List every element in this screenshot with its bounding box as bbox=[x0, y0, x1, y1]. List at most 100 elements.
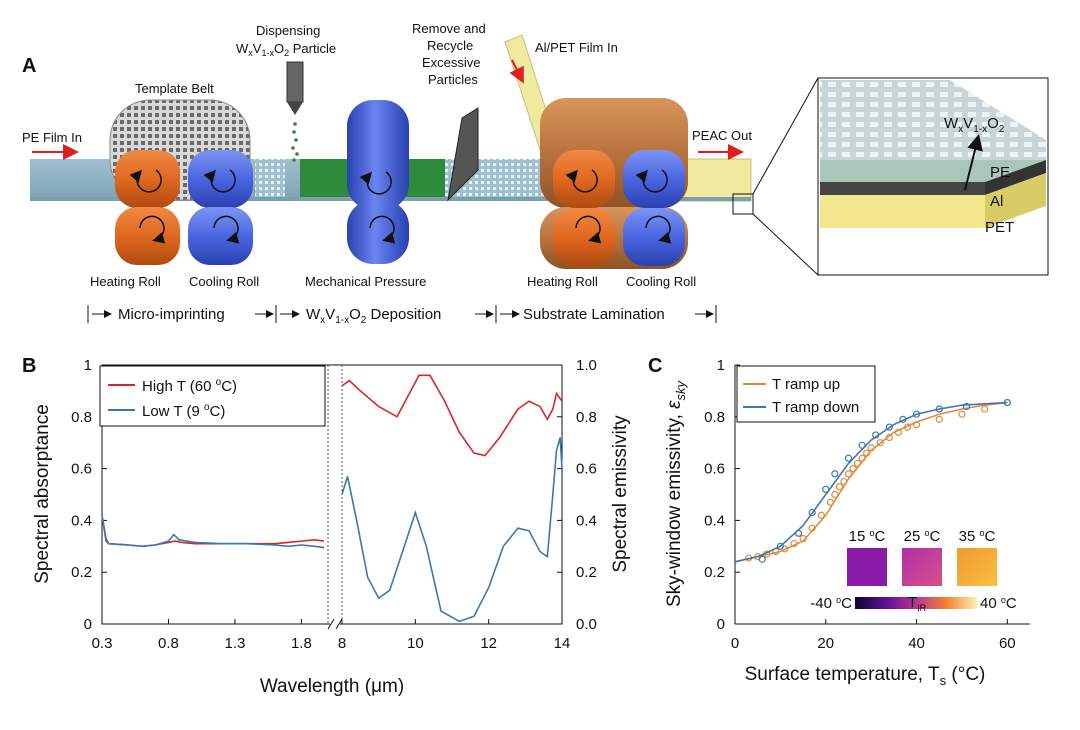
al-pet-in-arrow-icon bbox=[509, 59, 524, 84]
x-tick-label: 8 bbox=[338, 635, 346, 652]
label-heating-roll-1: Heating Roll bbox=[90, 274, 161, 289]
data-point bbox=[958, 410, 966, 418]
inset-swatch bbox=[847, 548, 887, 586]
inset-swatch bbox=[957, 548, 997, 586]
label-al-pet-in: Al/PET Film In bbox=[535, 40, 618, 55]
data-point bbox=[912, 420, 921, 429]
y-axis-label-left: Spectral absorptance bbox=[32, 404, 53, 584]
y-tick-label: 0.6 bbox=[71, 461, 92, 478]
label-remove-2: Recycle bbox=[427, 38, 473, 53]
heating-roll-top-1 bbox=[115, 150, 180, 208]
rotation-arrow-icon bbox=[213, 215, 240, 244]
series-line-left-0 bbox=[101, 515, 325, 548]
label-pe-film-in: PE Film In bbox=[22, 130, 82, 145]
legend-label: T ramp up bbox=[772, 376, 840, 393]
heating-roll-bottom-1 bbox=[115, 207, 180, 265]
data-point bbox=[867, 444, 875, 452]
y-tick-label: 0.4 bbox=[71, 512, 92, 529]
rotation-arrow-icon bbox=[359, 171, 392, 195]
y-tick-label: 0.8 bbox=[704, 409, 725, 426]
rotation-arrow-icon bbox=[139, 215, 166, 244]
data-point bbox=[831, 470, 839, 478]
data-point bbox=[876, 439, 884, 447]
y-tick-label: 1 bbox=[84, 357, 92, 374]
data-point bbox=[849, 465, 857, 473]
data-point bbox=[885, 433, 893, 442]
x-axis-label: Wavelength (μm) bbox=[260, 676, 404, 697]
data-point bbox=[962, 402, 971, 411]
data-point bbox=[835, 483, 843, 491]
label-cooling-roll-1: Cooling Roll bbox=[189, 274, 259, 289]
label-remove-3: Excessive bbox=[422, 55, 481, 70]
y-axis-label: Sky-window emissivity, εsky bbox=[664, 380, 688, 608]
data-point bbox=[903, 423, 912, 431]
y-tick-label: 0.2 bbox=[704, 564, 725, 581]
colorbar-title: TIR bbox=[908, 594, 927, 613]
x-tick-label: 14 bbox=[554, 635, 571, 652]
x-tick-label: 0.3 bbox=[92, 635, 113, 652]
legend-label: High T (60 oC) bbox=[142, 377, 237, 395]
data-point bbox=[794, 529, 803, 537]
data-point bbox=[935, 415, 943, 423]
colorbar-max-label: 40 oC bbox=[980, 595, 1017, 612]
y-tick-label: 0.4 bbox=[704, 512, 725, 529]
y-axis-label-right: Spectral emissivity bbox=[610, 415, 631, 573]
y2-tick-label: 0.8 bbox=[576, 409, 597, 426]
colorbar-min-label: -40 oC bbox=[810, 595, 852, 612]
panel-a-letter: A bbox=[22, 55, 36, 77]
inset-temp-label: 35 oC bbox=[959, 528, 996, 545]
data-point bbox=[831, 490, 839, 499]
data-point bbox=[981, 405, 989, 413]
colorbar bbox=[855, 597, 977, 609]
data-point bbox=[826, 498, 834, 506]
data-point bbox=[840, 477, 848, 486]
x-axis-label: Surface temperature, Ts (°C) bbox=[745, 664, 986, 688]
inset-temp-label: 15 oC bbox=[849, 528, 886, 545]
y2-tick-label: 0.4 bbox=[576, 512, 597, 529]
legend-box bbox=[99, 365, 326, 427]
inset-label-al: Al bbox=[990, 193, 1003, 210]
inset-label-pe: PE bbox=[990, 164, 1010, 181]
y2-tick-label: 0.6 bbox=[576, 461, 597, 478]
series-line-right-0 bbox=[341, 374, 563, 457]
label-dispensing-1: Dispensing bbox=[256, 23, 320, 38]
inset-label-pet: PET bbox=[985, 219, 1014, 236]
data-point bbox=[808, 524, 816, 532]
inset-swatch bbox=[902, 548, 942, 586]
rotation-arrow-icon bbox=[565, 169, 598, 193]
fit-line-1 bbox=[734, 401, 1008, 563]
data-point bbox=[1003, 398, 1011, 407]
dispensing-nozzle bbox=[286, 61, 304, 162]
rotation-arrow-icon bbox=[369, 215, 396, 244]
data-point bbox=[758, 555, 766, 563]
data-point bbox=[885, 423, 893, 431]
y2-tick-label: 1.0 bbox=[576, 357, 597, 374]
x-tick-label: 60 bbox=[999, 635, 1016, 652]
data-point bbox=[894, 428, 902, 436]
data-point bbox=[872, 431, 880, 439]
x-tick-label: 40 bbox=[908, 635, 925, 652]
y-tick-label: 0.2 bbox=[71, 564, 92, 581]
cooling-roll-bottom-2 bbox=[623, 208, 685, 266]
data-point bbox=[799, 534, 807, 543]
data-point bbox=[844, 470, 853, 478]
label-remove-1: Remove and bbox=[412, 21, 486, 36]
y-tick-label: 0.8 bbox=[71, 409, 92, 426]
rotation-arrow-icon bbox=[645, 215, 672, 244]
x-tick-label: 12 bbox=[480, 635, 497, 652]
data-point bbox=[935, 405, 943, 413]
stage-lamination: Substrate Lamination bbox=[523, 306, 665, 323]
label-dispensing-2: WxV1-xO2 Particle bbox=[236, 41, 336, 58]
x-tick-label: 20 bbox=[817, 635, 834, 652]
data-point bbox=[858, 454, 866, 462]
label-template-belt: Template Belt bbox=[135, 81, 214, 96]
rotation-arrow-icon bbox=[203, 169, 236, 193]
label-peac-out: PEAC Out bbox=[692, 128, 752, 143]
zoom-box bbox=[732, 193, 754, 215]
label-cooling-roll-2: Cooling Roll bbox=[626, 274, 696, 289]
legend-label: T ramp down bbox=[772, 399, 859, 416]
data-point bbox=[863, 449, 871, 457]
zoom-line-bottom bbox=[752, 213, 819, 276]
